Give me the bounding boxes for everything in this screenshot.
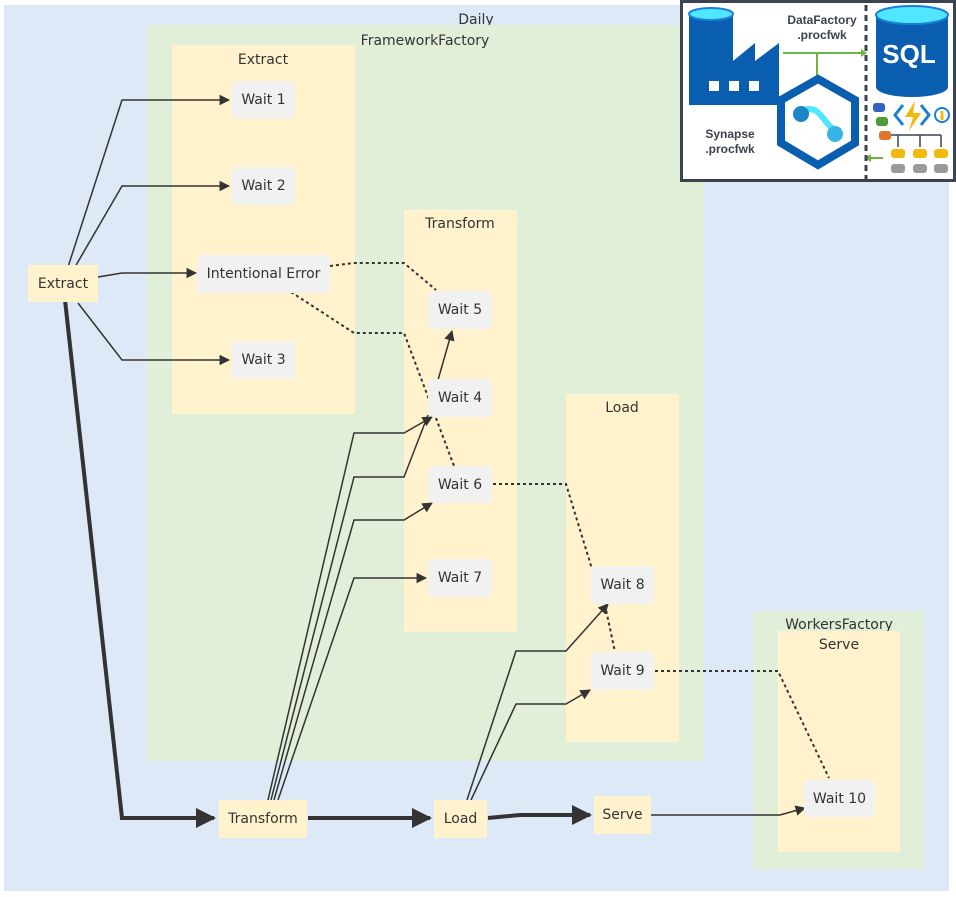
- synapse-icon: [777, 74, 859, 170]
- node-serve[interactable]: Serve: [594, 796, 651, 834]
- cluster-daily-label: Daily: [458, 12, 494, 28]
- node-wait-9[interactable]: Wait 9: [591, 652, 654, 690]
- sql-label: SQL: [882, 39, 936, 69]
- procfwk-logo: DataFactory .procfwk Synapse .procfwk SQ…: [680, 0, 956, 182]
- cluster-serve: [778, 631, 900, 852]
- datafactory-label: DataFactory .procfwk: [778, 13, 866, 43]
- data-factory-icon: [688, 7, 779, 105]
- edge-dotted-wait6-wait8: [493, 483, 593, 570]
- synapse-label-line1: Synapse: [705, 127, 755, 141]
- node-wait-10[interactable]: Wait 10: [804, 780, 875, 817]
- node-wait-8[interactable]: Wait 8: [591, 566, 654, 604]
- edge-wait4-wait5: [437, 329, 455, 381]
- synapse-label: Synapse .procfwk: [695, 127, 765, 157]
- edge-dotted-wait8-wait9: [604, 604, 616, 653]
- edge-extract-wait1: [67, 94, 231, 268]
- edge-transform-wait6: [273, 502, 433, 801]
- synapse-label-line2: .procfwk: [705, 142, 755, 156]
- edge-load-wait9: [470, 689, 591, 801]
- sql-database-icon: [875, 5, 949, 97]
- node-wait-6[interactable]: Wait 6: [428, 466, 492, 503]
- edge-extract-intentional-error: [97, 267, 198, 279]
- node-wait-7[interactable]: Wait 7: [428, 559, 492, 597]
- node-extract[interactable]: Extract: [28, 265, 98, 302]
- edge-dotted-wait9-wait10: [655, 670, 830, 779]
- cluster-serve-label: Serve: [818, 637, 860, 653]
- node-wait-3[interactable]: Wait 3: [232, 341, 295, 379]
- node-wait-5[interactable]: Wait 5: [428, 291, 492, 329]
- edge-load-wait8: [466, 603, 609, 801]
- node-intentional-error[interactable]: Intentional Error: [197, 255, 330, 293]
- edge-extract-transform: [63, 299, 216, 828]
- node-transform[interactable]: Transform: [219, 800, 307, 838]
- cluster-transform-label: Transform: [425, 216, 495, 232]
- node-load[interactable]: Load: [434, 800, 487, 838]
- datafactory-label-line2: .procfwk: [797, 28, 847, 42]
- edge-load-serve: [487, 805, 592, 825]
- edge-serve-wait10: [651, 805, 807, 816]
- pipeline-icons: [873, 103, 948, 173]
- cluster-workers-factory-label: WorkersFactory: [785, 617, 893, 633]
- edge-dotted-intentional-error-wait5: [329, 262, 437, 291]
- edge-transform-wait4-a: [267, 416, 433, 801]
- node-wait-1[interactable]: Wait 1: [232, 81, 295, 119]
- key-vault-icon: [934, 107, 950, 123]
- edge-transform-wait7: [277, 572, 428, 801]
- node-wait-4[interactable]: Wait 4: [428, 379, 492, 417]
- azure-function-icon: [893, 101, 931, 131]
- node-wait-2[interactable]: Wait 2: [232, 167, 295, 205]
- edge-extract-wait3: [77, 302, 231, 366]
- cluster-load-label: Load: [605, 400, 639, 416]
- cluster-extract-label: Extract: [237, 52, 289, 68]
- edge-transform-wait4-b: [270, 414, 429, 801]
- edge-dotted-intentional-error-wait6: [290, 291, 455, 467]
- edge-extract-wait2: [74, 180, 231, 268]
- datafactory-label-line1: DataFactory: [787, 13, 857, 27]
- logo-artwork: [688, 5, 950, 179]
- cluster-framework-factory-label: FrameworkFactory: [360, 33, 490, 49]
